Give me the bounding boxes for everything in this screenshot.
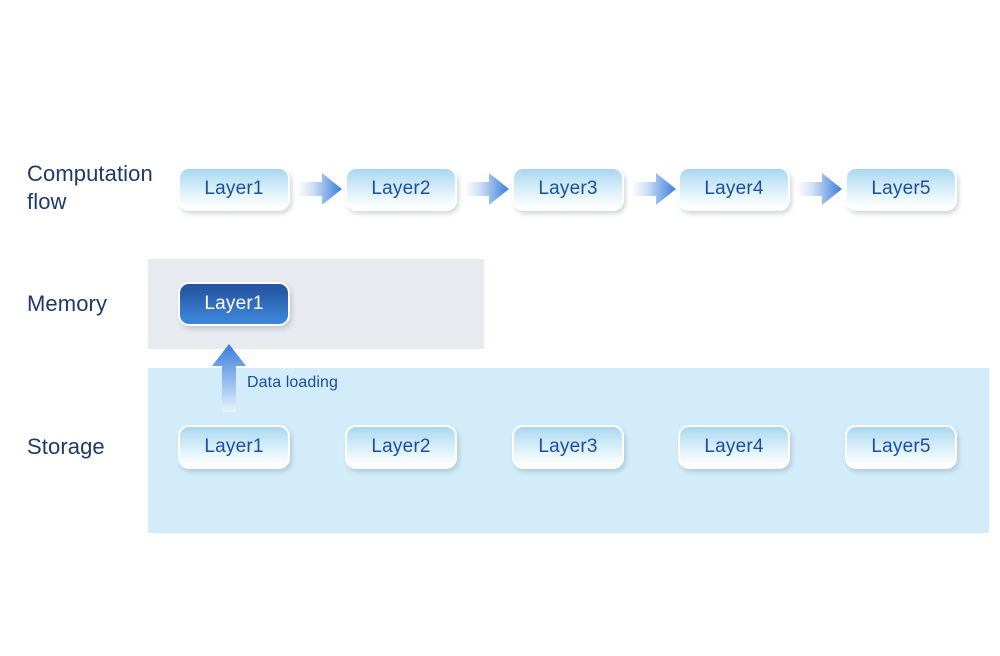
storage-layer-box-5[interactable]: Layer5 — [845, 425, 957, 469]
memory-layer-box-1[interactable]: Layer1 — [178, 282, 290, 326]
flow-arrow-right-icon-1 — [297, 173, 342, 205]
storage-layer-box-2[interactable]: Layer2 — [345, 425, 457, 469]
flow-arrow-right-icon-3 — [631, 173, 676, 205]
row-label-storage: Storage — [27, 434, 105, 459]
storage-layer-box-1[interactable]: Layer1 — [178, 425, 290, 469]
flow-layer-box-5[interactable]: Layer5 — [845, 167, 957, 211]
data-loading-label: Data loading — [247, 374, 339, 391]
arrow-up-icon — [212, 344, 246, 412]
storage-layer-box-3[interactable]: Layer3 — [512, 425, 624, 469]
flow-layer-box-3[interactable]: Layer3 — [512, 167, 624, 211]
flow-layer-box-2[interactable]: Layer2 — [345, 167, 457, 211]
flow-arrow-right-icon-4 — [797, 173, 842, 205]
flow-layer-box-4[interactable]: Layer4 — [678, 167, 790, 211]
flow-arrow-right-icon-2 — [464, 173, 509, 205]
row-label-memory: Memory — [27, 291, 108, 316]
flow-layer-box-1[interactable]: Layer1 — [178, 167, 290, 211]
storage-layer-box-4[interactable]: Layer4 — [678, 425, 790, 469]
row-label-computation-flow: Computation flow — [27, 161, 153, 214]
